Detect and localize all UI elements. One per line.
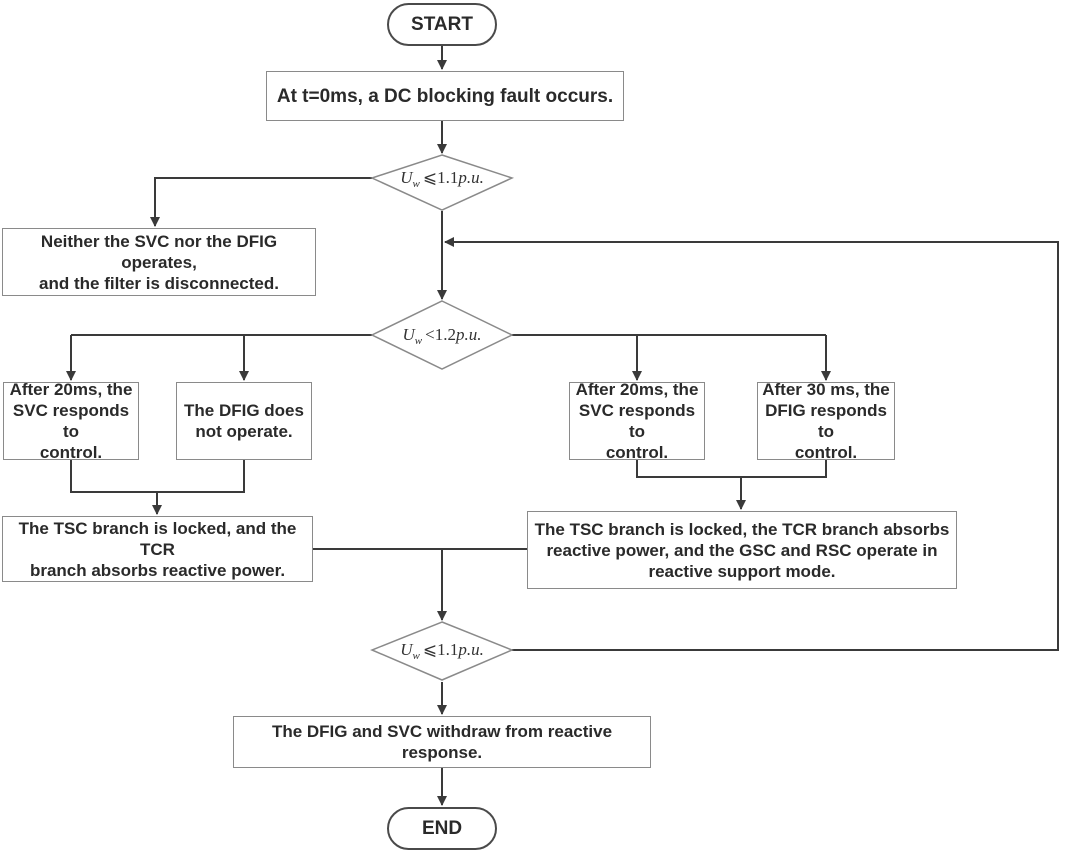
arrow-feedback-loop [444,237,1059,651]
fault-step: At t=0ms, a DC blocking fault occurs. [266,71,624,121]
left-svc-step: After 20ms, the SVC responds to control. [3,380,139,462]
right-svc-step: After 20ms, the SVC responds to control. [569,380,705,462]
start-terminal: START [387,3,497,46]
decision2-diamond [370,300,514,370]
decision3-diamond [370,621,514,681]
line-right-merge [636,460,827,478]
left-result-step: The TSC branch is locked, and the TCR br… [2,516,313,582]
right-result-step: The TSC branch is locked, the TCR branch… [527,511,957,589]
right-dfig-step: After 30 ms, the DFIG responds to contro… [757,380,895,462]
line-left-merge [70,460,245,493]
left-dfig-step: The DFIG does not operate. [176,382,312,460]
withdraw-step: The DFIG and SVC withdraw from reactive … [233,716,651,768]
arrow-decision1-to-no-operation [150,177,372,227]
decision1-diamond [369,154,515,211]
no-operation-step: Neither the SVC nor the DFIG operates, a… [2,228,316,296]
end-terminal: END [387,807,497,850]
